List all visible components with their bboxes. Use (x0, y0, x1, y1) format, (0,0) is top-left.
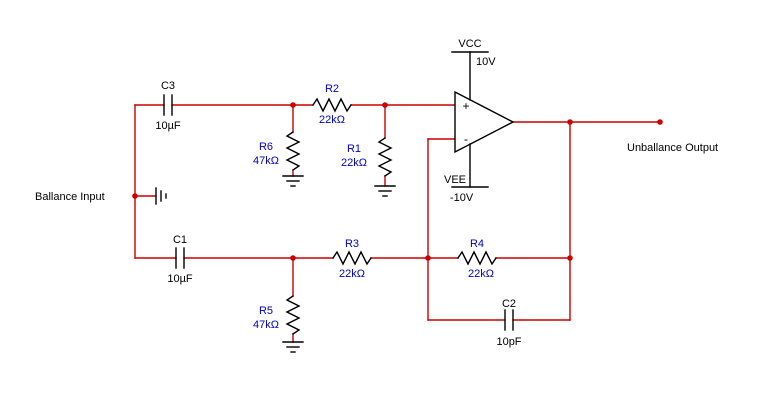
capacitor-C2-value: 10pF (496, 336, 521, 348)
junction-dot (132, 193, 138, 199)
unballance-output-label: Unballance Output (627, 142, 718, 154)
resistor-R6: R6 47kΩ (253, 131, 301, 171)
resistor-zigzag (312, 97, 352, 113)
resistor-R2-ref: R2 (325, 83, 339, 95)
capacitor-C1-value: 10µF (167, 273, 193, 285)
junction-dot (290, 102, 296, 108)
resistor-R6-ref: R6 (259, 141, 273, 153)
resistor-R5: R5 47kΩ (253, 295, 301, 335)
resistor-R1-ref: R1 (347, 143, 361, 155)
junction-dots (132, 102, 663, 261)
ground-symbol-R1 (374, 185, 396, 197)
resistor-R4: R4 22kΩ (457, 238, 497, 280)
resistor-zigzag (285, 295, 301, 335)
vee-rail: VEE -10V (444, 143, 489, 204)
capacitor-C1: C1 10µF (167, 234, 193, 285)
resistor-zigzag (285, 131, 301, 171)
resistor-zigzag (332, 250, 372, 266)
output-terminal-dot (657, 119, 663, 125)
ground-symbol-R5 (282, 341, 304, 353)
capacitor-C3-ref: C3 (161, 80, 175, 92)
opamp: + - (454, 90, 515, 154)
resistor-R2-value: 22kΩ (319, 114, 345, 126)
resistor-R1: R1 22kΩ (341, 137, 393, 177)
capacitor-C3-value: 10µF (155, 120, 181, 132)
resistor-R1-value: 22kΩ (341, 157, 367, 169)
opamp-minus-mark: - (464, 132, 468, 146)
capacitor-C2-ref: C2 (502, 298, 516, 310)
opamp-triangle (454, 90, 515, 154)
ballance-input-label: Ballance Input (35, 191, 105, 203)
resistor-R3-ref: R3 (345, 238, 359, 250)
resistor-R6-value: 47kΩ (253, 155, 279, 167)
resistor-zigzag (377, 137, 393, 177)
resistor-zigzag (457, 250, 497, 266)
junction-dot (290, 255, 296, 261)
capacitor-C3: C3 10µF (155, 80, 181, 132)
resistor-R2: R2 22kΩ (312, 83, 352, 126)
resistor-R5-value: 47kΩ (253, 319, 279, 331)
vcc-value: 10V (476, 56, 496, 68)
resistor-R3-value: 22kΩ (339, 268, 365, 280)
opamp-plus-mark: + (462, 99, 469, 113)
junction-dot (425, 255, 431, 261)
resistor-R5-ref: R5 (259, 305, 273, 317)
resistor-R4-ref: R4 (470, 238, 484, 250)
wires (134, 104, 661, 343)
resistor-R3: R3 22kΩ (332, 238, 372, 280)
capacitor-C2: C2 10pF (496, 298, 521, 348)
vcc-label: VCC (458, 38, 481, 50)
resistor-R4-value: 22kΩ (468, 268, 494, 280)
capacitor-C1-ref: C1 (173, 234, 187, 246)
vee-value: -10V (450, 192, 474, 204)
junction-dot (382, 102, 388, 108)
vcc-rail: VCC 10V (451, 38, 496, 101)
junction-dot (567, 119, 573, 125)
ground-symbol-input (155, 187, 167, 205)
vee-label: VEE (444, 174, 466, 186)
ground-symbol-R6 (282, 175, 304, 187)
junction-dot (567, 255, 573, 261)
